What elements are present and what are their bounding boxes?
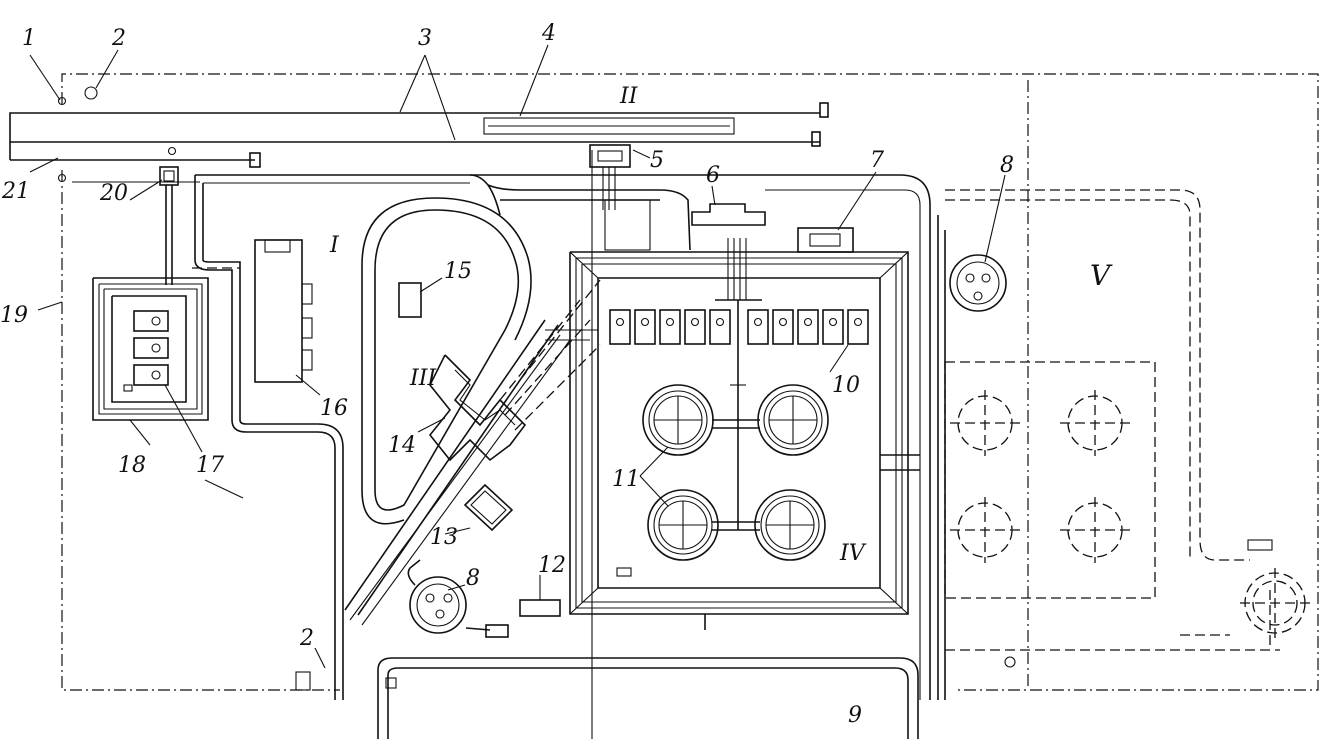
zone-iv-enclosure: [569, 251, 920, 630]
label-15: 15: [444, 259, 472, 284]
label-16: 16: [320, 396, 348, 421]
label-10: 10: [832, 373, 860, 398]
label-12: 12: [538, 553, 566, 578]
internal-road-west: [194, 174, 489, 700]
label-8-lower: 8: [466, 566, 480, 591]
diagonal-road: [344, 279, 601, 626]
label-1-top: 1: [22, 26, 36, 51]
label-5: 5: [650, 148, 664, 173]
cells-row-10: [609, 309, 869, 345]
building-13: [463, 483, 514, 532]
internal-road-north: [470, 174, 946, 700]
label-zone-i: I: [329, 233, 340, 258]
building-12: [519, 599, 561, 617]
site-boundary: [61, 73, 1319, 739]
label-17: 17: [196, 453, 224, 478]
label-11: 11: [612, 467, 640, 492]
label-6: 6: [706, 163, 720, 188]
label-3: 3: [418, 26, 432, 51]
central-pipework: [712, 238, 762, 531]
label-2-bottom: 2: [299, 626, 314, 651]
label-zone-ii: II: [619, 84, 639, 109]
label-19: 19: [0, 303, 28, 328]
label-zone-iii: III: [409, 366, 437, 391]
label-20: 20: [99, 181, 128, 206]
label-8-upper: 8: [1000, 153, 1014, 178]
zone-labels: I II III IV V: [329, 84, 1113, 566]
tank-8-lower: [407, 559, 509, 638]
label-9: 9: [848, 703, 862, 728]
number-labels: 1 2 3 4 5 6 7 8 8 9 10 11 12 13 14 15 16…: [0, 21, 1014, 728]
label-13: 13: [430, 525, 458, 550]
label-zone-iv: IV: [839, 541, 867, 566]
leader-lines: [29, 44, 1006, 669]
reservoirs-11: [642, 384, 829, 561]
label-7: 7: [870, 148, 884, 173]
railway-zone-ii: [9, 86, 829, 183]
zone-v-future: [944, 189, 1310, 668]
label-zone-v: V: [1090, 259, 1113, 292]
label-21: 21: [1, 179, 30, 204]
internal-road-south: [295, 657, 919, 739]
tank-8-upper: [949, 254, 1007, 312]
label-2-top: 2: [111, 26, 126, 51]
label-4: 4: [541, 21, 556, 46]
loop-road-15: [361, 184, 532, 525]
building-17-18: [92, 166, 240, 421]
label-14: 14: [388, 433, 416, 458]
buildings-5-6-7: [589, 144, 854, 253]
label-18: 18: [118, 453, 146, 478]
